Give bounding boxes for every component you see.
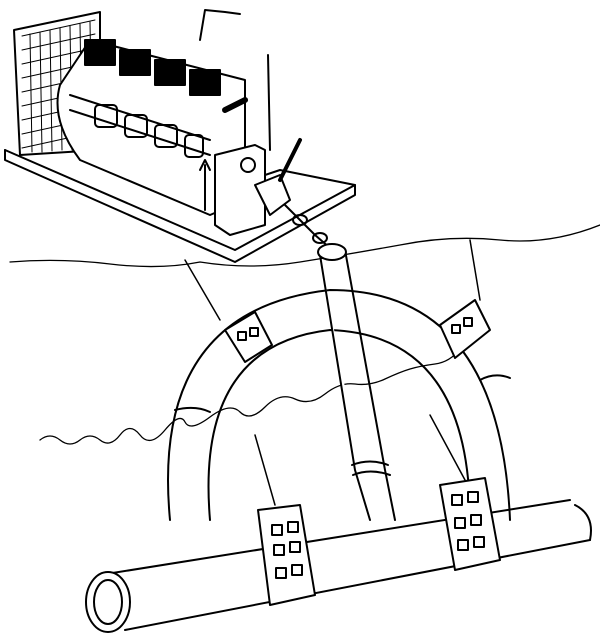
arched-pipe	[168, 290, 510, 520]
ground-line	[10, 225, 600, 267]
clamp-upper-left	[185, 260, 272, 362]
pipe-clamps	[185, 240, 500, 605]
clamp-lower-left	[255, 435, 315, 605]
drive-shaft	[285, 205, 330, 248]
engine-block	[58, 10, 301, 235]
horizontal-pipeline	[86, 500, 591, 632]
clamp-lower-right	[430, 415, 500, 570]
vertical-pipe	[318, 244, 395, 520]
engine-skid	[5, 150, 355, 262]
clamp-upper-right	[440, 240, 490, 358]
water-line	[40, 349, 460, 444]
